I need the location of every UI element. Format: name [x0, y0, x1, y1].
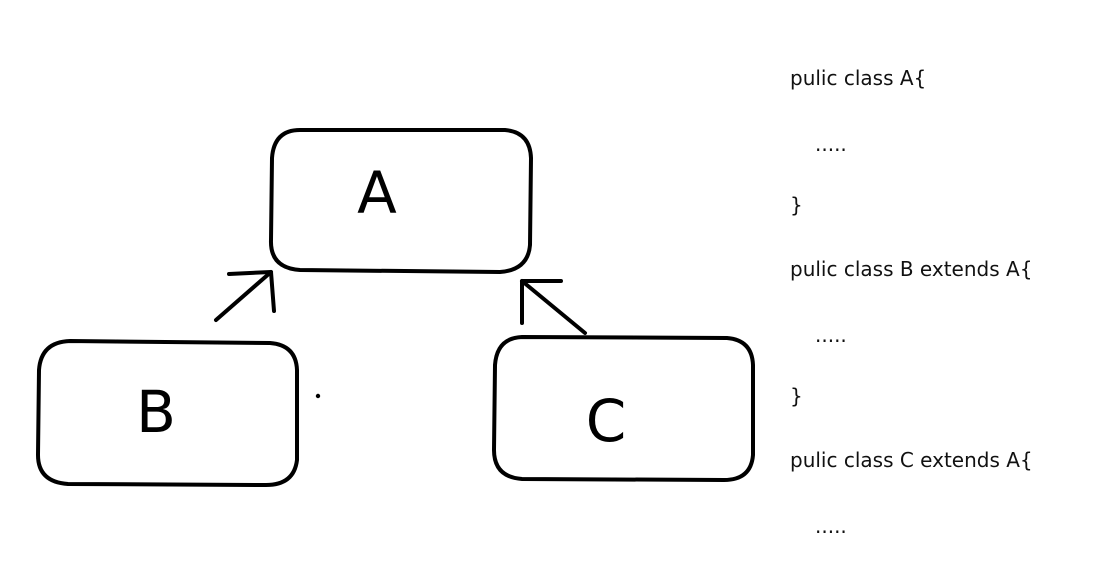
class-inheritance-diagram: A B C — [36, 128, 755, 487]
class-a-label: A — [357, 159, 397, 227]
code-line: ..... — [815, 514, 847, 538]
stray-dot — [315, 393, 321, 399]
code-line: } — [790, 193, 803, 217]
code-line: ..... — [815, 132, 847, 156]
code-line: pulic class C extends A{ — [790, 448, 1033, 472]
code-line: pulic class A{ — [790, 66, 927, 90]
class-c-label: C — [586, 387, 627, 455]
arrow-c-shaft — [520, 279, 587, 335]
class-a-box — [268, 128, 533, 274]
class-b-box — [36, 339, 299, 487]
class-a-node: A — [268, 128, 533, 274]
class-b-node: B — [36, 339, 299, 487]
arrow-b-shaft — [214, 270, 273, 322]
code-listing: pulic class A{ ..... } pulic class B ext… — [0, 0, 1033, 538]
code-line: pulic class B extends A{ — [790, 257, 1033, 281]
class-c-node: C — [492, 335, 755, 482]
code-line: } — [790, 384, 803, 408]
arrow-c-head — [520, 279, 563, 325]
class-c-box — [492, 335, 755, 482]
arrow-b-head — [227, 270, 276, 313]
inherit-arrow-c-to-a — [520, 279, 587, 335]
code-line: ..... — [815, 323, 847, 347]
class-b-label: B — [136, 378, 176, 446]
inherit-arrow-b-to-a — [214, 270, 276, 322]
